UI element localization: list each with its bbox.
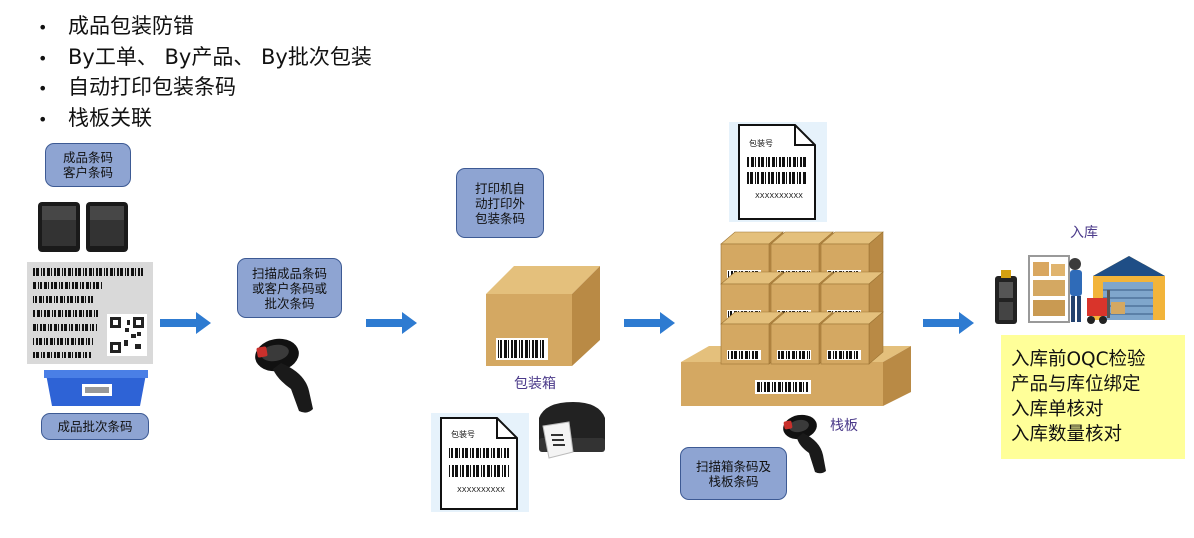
flow-arrow-icon [624,312,675,334]
checklist-item: 产品与库位绑定 [1011,374,1141,395]
bullet-item: •By工单、 By产品、 By批次包装 [38,44,372,69]
bullet-item: •自动打印包装条码 [38,75,236,99]
package-label-serial: XXXXXXXXXX [457,486,505,494]
checklist-item: 入库前OQC检验 [1011,349,1146,370]
package-label-serial: XXXXXXXXXX [755,192,803,200]
barcode-scanner-icon [783,414,826,474]
pallet-with-boxes-image [681,231,911,406]
blue-crate-image [44,370,148,406]
packing-box-image [486,266,600,366]
bullet-list: •成品包装防错 •By工单、 By产品、 By批次包装 •自动打印包装条码 •栈… [38,12,372,134]
package-label-document: 包装号 XXXXXXXXXX [729,122,827,222]
warehouse-inbound-image [995,255,1165,324]
bullet-item: •成品包装防错 [38,14,194,38]
package-label-title: 包装号 [451,429,475,439]
checklist-item: 入库单核对 [1011,399,1104,420]
warehouse-caption: 入库 [1070,225,1098,241]
package-label-title: 包装号 [749,138,773,148]
flow-arrow-icon [366,312,417,334]
bullet-item: •栈板关联 [38,105,152,130]
packing-box-caption: 包装箱 [514,376,556,392]
scan-product-box: 扫描成品条码 或客户条码或 批次条码 [237,258,342,318]
pallet-caption: 栈板 [830,418,858,434]
label-printer-image [539,402,605,459]
batch-code-box: 成品批次条码 [41,413,149,440]
package-label-document: 包装号 XXXXXXXXXX [431,413,529,512]
flow-arrow-icon [160,312,211,334]
tablet-devices-image [38,202,128,252]
barcode-label-sheet-image [27,262,153,364]
product-codes-box: 成品条码 客户条码 [45,143,131,187]
scan-box-pallet-box: 扫描箱条码及 栈板条码 [680,447,787,500]
printer-auto-print-box: 打印机自 动打印外 包装条码 [456,168,544,238]
checklist-item: 入库数量核对 [1011,424,1123,445]
flow-arrow-icon [923,312,974,334]
barcode-scanner-icon [255,338,313,413]
inbound-checklist: 入库前OQC检验 产品与库位绑定 入库单核对 入库数量核对 [1001,335,1185,459]
